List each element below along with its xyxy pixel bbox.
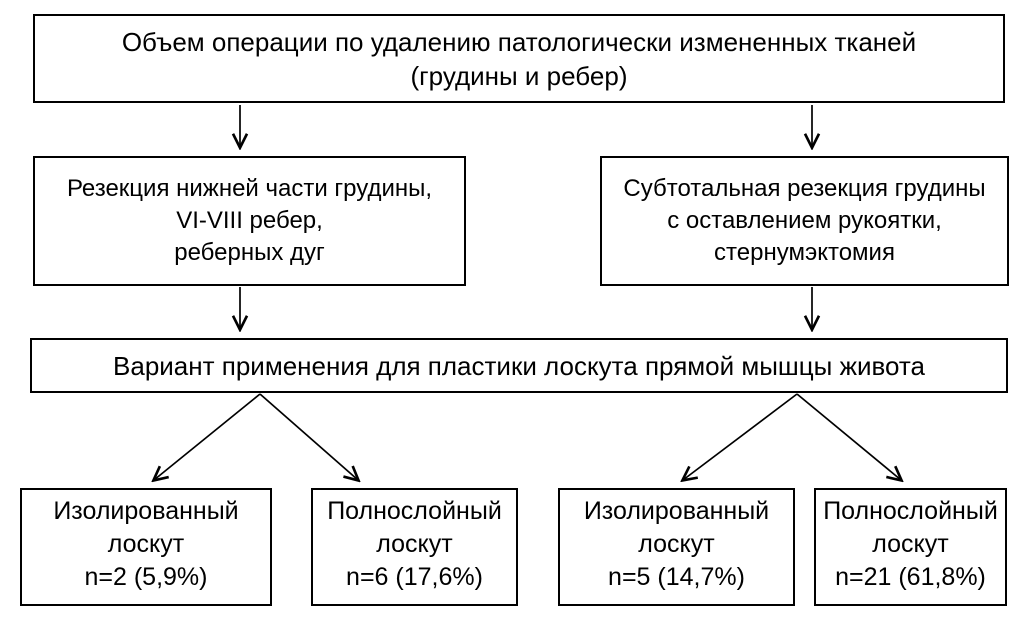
node-text-line: реберных дуг [174, 239, 325, 266]
arrow-variant-to-full-thickness-right [796, 393, 901, 480]
node-full-thickness-flap-left: Полнослойный лоскут n=6 (17,6%) [311, 488, 518, 606]
node-text-line: лоскут [107, 530, 185, 558]
node-value-line: n=21 (61,8%) [835, 563, 986, 591]
node-full-thickness-flap-right: Полнослойный лоскут n=21 (61,8%) [814, 488, 1007, 606]
node-text-line: Полнослойный [327, 497, 502, 525]
node-text-line: лоскут [638, 530, 715, 558]
node-text-line: Полнослойный [823, 497, 998, 525]
node-text-line: (грудины и ребер) [410, 60, 628, 91]
arrow-variant-to-isolated-left [154, 393, 261, 480]
node-isolated-flap-right: Изолированный лоскут n=5 (14,7%) [558, 488, 795, 606]
node-text-line: VI-VIII ребер, [176, 207, 323, 234]
node-value-line: n=2 (5,9%) [84, 563, 208, 591]
node-text-line: Изолированный [583, 497, 770, 525]
node-text-line: стернумэктомия [714, 239, 895, 266]
node-subtotal-sternum-resection: Субтотальная резекция грудины с оставлен… [600, 156, 1009, 286]
node-flap-application-variant: Вариант применения для пластики лоскута … [30, 338, 1008, 393]
node-text-line: Объем операции по удалению патологически… [121, 26, 917, 57]
node-text-line: лоскут [376, 530, 453, 558]
node-operation-volume: Объем операции по удалению патологически… [33, 14, 1005, 103]
node-value-line: n=5 (14,7%) [608, 563, 745, 591]
node-value-line: n=6 (17,6%) [346, 563, 483, 591]
node-text-line: Изолированный [53, 497, 239, 525]
arrow-variant-to-isolated-right [683, 393, 798, 480]
node-isolated-flap-left: Изолированный лоскут n=2 (5,9%) [20, 488, 272, 606]
node-lower-sternum-resection: Резекция нижней части грудины, VI-VIII р… [33, 156, 466, 286]
node-text-line: Резекция нижней части грудины, [66, 175, 433, 202]
node-text-line: Субтотальная резекция грудины [623, 175, 986, 202]
node-text-line: Вариант применения для пластики лоскута … [113, 350, 925, 381]
node-text-line: с оставлением рукоятки, [667, 207, 942, 234]
node-text-line: лоскут [872, 530, 949, 558]
arrow-variant-to-full-thickness-left [259, 393, 358, 480]
